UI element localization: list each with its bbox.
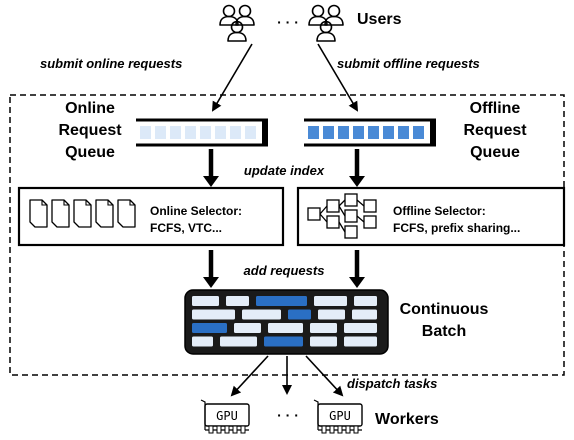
queue-cell xyxy=(140,126,151,139)
batch-brick xyxy=(192,336,213,347)
queue-cell xyxy=(323,126,334,139)
batch-brick xyxy=(344,323,377,333)
batch-brick xyxy=(352,309,377,320)
arrow-submit-offline xyxy=(317,43,359,112)
batch-brick xyxy=(310,323,337,333)
offline-queue-label: Offline Request Queue xyxy=(463,100,527,161)
users-group: · · · Users xyxy=(219,4,402,42)
batch-brick xyxy=(354,296,377,306)
queue-cell xyxy=(200,126,211,139)
online-queue xyxy=(136,118,268,147)
offline-selector-title: Offline Selector: xyxy=(393,204,486,218)
queue-cell xyxy=(383,126,394,139)
batch-brick xyxy=(288,309,311,320)
users-ellipsis: · · · xyxy=(277,14,299,30)
batch-brick xyxy=(310,336,337,347)
workers-label: Workers xyxy=(375,411,439,428)
batch-brick xyxy=(264,336,303,347)
batch-brick xyxy=(242,309,281,320)
add-requests-label: add requests xyxy=(244,263,325,278)
submit-offline-label: submit offline requests xyxy=(337,56,480,71)
offline-selector: Offline Selector: FCFS, prefix sharing..… xyxy=(296,186,566,247)
batch-brick xyxy=(226,296,249,306)
svg-text:GPU: GPU xyxy=(216,409,238,423)
batch-brick xyxy=(220,336,257,347)
batch-brick xyxy=(318,309,345,320)
queue-cell xyxy=(398,126,409,139)
queue-cell xyxy=(230,126,241,139)
svg-text:Queue: Queue xyxy=(470,144,520,161)
update-index-label: update index xyxy=(244,163,325,178)
svg-text:Batch: Batch xyxy=(422,323,466,340)
queue-cell xyxy=(185,126,196,139)
queue-cell xyxy=(245,126,256,139)
arrow-submit-online xyxy=(211,43,253,112)
svg-text:Online: Online xyxy=(65,100,115,117)
batch-brick xyxy=(192,296,219,306)
batch-brick xyxy=(344,336,377,347)
document-icon xyxy=(29,199,136,228)
batch-brick xyxy=(268,323,303,333)
batch-brick xyxy=(192,309,235,320)
continuous-batch xyxy=(184,289,389,355)
queue-cell xyxy=(338,126,349,139)
user-icon xyxy=(308,4,344,42)
offline-queue xyxy=(304,118,436,147)
svg-text:Queue: Queue xyxy=(65,144,115,161)
svg-text:Request: Request xyxy=(58,122,122,139)
svg-text:Request: Request xyxy=(463,122,527,139)
online-queue-label: Online Request Queue xyxy=(58,100,122,161)
queue-cell xyxy=(308,126,319,139)
arrow-dispatch-left xyxy=(230,355,269,397)
queue-cell xyxy=(155,126,166,139)
batch-brick xyxy=(234,323,261,333)
queue-cell xyxy=(368,126,379,139)
online-selector-policies: FCFS, VTC... xyxy=(150,221,222,235)
batch-brick xyxy=(256,296,307,306)
queue-cell xyxy=(353,126,364,139)
queue-cell xyxy=(170,126,181,139)
queue-cell xyxy=(413,126,424,139)
prefix-tree-icon xyxy=(307,193,377,239)
users-label: Users xyxy=(357,11,402,28)
gpu-icon: GPU xyxy=(200,399,250,434)
user-icon xyxy=(219,4,255,42)
workers-ellipsis: · · · xyxy=(277,407,299,423)
queue-cell xyxy=(215,126,226,139)
online-selector-title: Online Selector: xyxy=(150,204,242,218)
gpu-icon: GPU xyxy=(313,399,363,434)
batch-brick xyxy=(192,323,227,333)
dispatch-tasks-label: dispatch tasks xyxy=(347,376,437,391)
offline-selector-policies: FCFS, prefix sharing... xyxy=(393,221,520,235)
submit-online-label: submit online requests xyxy=(40,56,182,71)
svg-text:Continuous: Continuous xyxy=(400,301,489,318)
batch-brick xyxy=(314,296,347,306)
batch-label: Continuous Batch xyxy=(400,301,489,340)
svg-text:Offline: Offline xyxy=(470,100,521,117)
arrow-dispatch-right xyxy=(305,355,344,397)
svg-text:GPU: GPU xyxy=(329,409,351,423)
online-selector: Online Selector: FCFS, VTC... xyxy=(17,186,285,247)
